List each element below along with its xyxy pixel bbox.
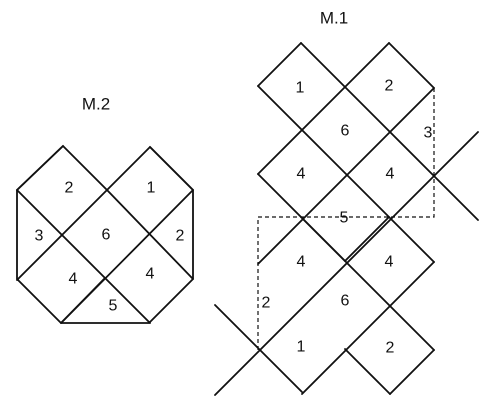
m2-figure: M.2 2 1 3 6 2 4 4 5 bbox=[16, 95, 194, 324]
m2-edge bbox=[16, 189, 108, 281]
m1-label: 6 bbox=[341, 293, 350, 310]
m1-label: 2 bbox=[385, 78, 394, 95]
m1-edge bbox=[389, 349, 435, 395]
m1-label: 5 bbox=[340, 210, 349, 227]
m1-label: 4 bbox=[385, 254, 394, 271]
m1-edge bbox=[257, 42, 390, 175]
m1-label: 4 bbox=[386, 166, 395, 183]
m2-outline bbox=[16, 144, 194, 324]
m1-edge bbox=[257, 85, 435, 263]
m2-label-bottom-left: 4 bbox=[69, 271, 78, 288]
m1-label: 3 bbox=[424, 125, 433, 142]
m2-edge bbox=[16, 189, 151, 324]
m2-edge bbox=[16, 145, 64, 191]
m1-edge bbox=[301, 261, 435, 395]
m2-label-right: 2 bbox=[176, 228, 185, 245]
m1-figure: M.1 1 2 6 3 4 4 5 4 4 2 6 1 2 bbox=[214, 9, 479, 396]
m2-title: M.2 bbox=[82, 95, 110, 114]
m1-edge bbox=[344, 348, 391, 395]
m1-edge bbox=[344, 216, 390, 262]
m1-edge bbox=[388, 42, 435, 89]
m2-edge bbox=[149, 146, 194, 191]
m1-edge bbox=[257, 42, 302, 87]
m2-edge bbox=[60, 278, 105, 324]
m1-label: 2 bbox=[262, 295, 271, 312]
m1-label: 4 bbox=[297, 166, 306, 183]
m2-label-top-left: 2 bbox=[65, 180, 74, 197]
m1-label: 4 bbox=[297, 254, 306, 271]
m1-edge bbox=[300, 216, 346, 262]
m1-label: 1 bbox=[296, 80, 305, 97]
m1-label: 1 bbox=[297, 339, 306, 356]
m1-dashed-guide bbox=[257, 88, 435, 350]
m1-edge bbox=[214, 131, 479, 396]
m1-label: 6 bbox=[341, 123, 350, 140]
m1-edge bbox=[257, 173, 435, 351]
m2-label-top-right: 1 bbox=[147, 180, 156, 197]
m1-title: M.1 bbox=[320, 9, 348, 28]
m1-edge bbox=[257, 87, 435, 265]
m2-label-left: 3 bbox=[35, 228, 44, 245]
m1-label: 2 bbox=[386, 340, 395, 357]
m2-label-center: 6 bbox=[102, 227, 111, 244]
m2-label-bottom: 5 bbox=[109, 298, 118, 315]
m2-label-bottom-right: 4 bbox=[146, 266, 155, 283]
